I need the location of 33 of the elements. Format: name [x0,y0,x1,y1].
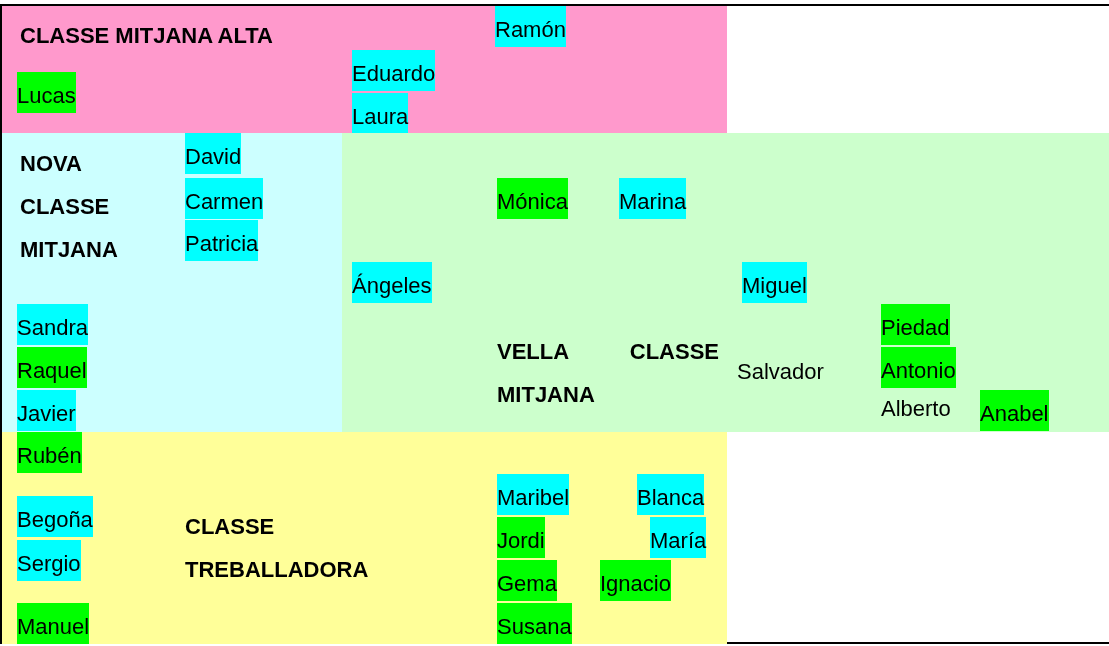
region-heading: CLASSE TREBALLADORA [185,513,370,584]
class-region [2,432,727,644]
highlighted-name: Maribel [497,474,570,515]
name-text: Salvador [737,358,824,386]
region-heading: CLASSE MITJANA ALTA [20,22,274,50]
region-heading: NOVA CLASSE MITJANA [20,150,119,264]
highlighted-name: Eduardo [352,50,436,91]
highlighted-name: Sandra [17,304,88,345]
highlighted-name: Piedad [881,304,950,345]
highlighted-name: Ignacio [600,560,671,601]
highlighted-name: Sergio [17,540,81,581]
highlighted-name: Ramón [495,6,566,47]
name-text: Alberto [881,395,951,423]
highlighted-name: David [185,133,242,174]
highlighted-name: Ángeles [352,262,432,303]
class-region [2,133,342,432]
highlighted-name: Miguel [742,262,807,303]
class-region [2,6,727,133]
highlighted-name: Gema [497,560,557,601]
class-region [342,133,1109,432]
highlighted-name: Javier [17,390,76,431]
highlighted-name: Carmen [185,178,264,219]
highlighted-name: Jordi [497,517,545,558]
highlighted-name: Rubén [17,432,82,473]
highlighted-name: Anabel [980,390,1049,431]
highlighted-name: Manuel [17,603,90,644]
highlighted-name: Antonio [881,347,956,388]
highlighted-name: Raquel [17,347,87,388]
highlighted-name: Mónica [497,178,568,219]
highlighted-name: Lucas [17,72,76,113]
highlighted-name: Begoña [17,496,93,537]
region-heading: VELLA CLASSE MITJANA [497,338,719,409]
highlighted-name: Susana [497,603,572,644]
